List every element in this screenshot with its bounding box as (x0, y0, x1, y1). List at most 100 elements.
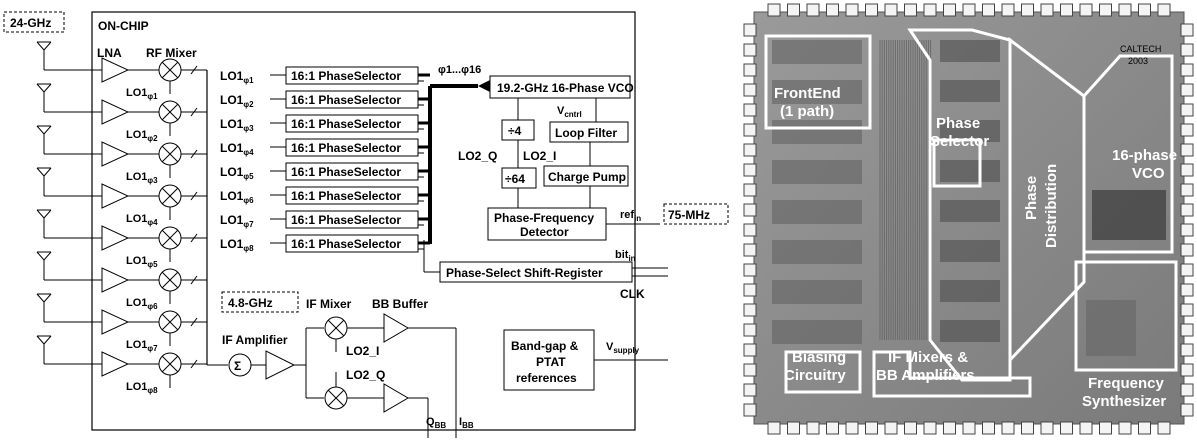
ps-lo-label: LO1φ8 (220, 237, 254, 253)
bond-pad (1180, 263, 1194, 277)
bond-pad (884, 3, 898, 17)
vcntrl-label: Vcntrl (557, 105, 582, 119)
bond-pad (743, 403, 757, 417)
bond-pad (743, 63, 757, 77)
shift-register-label: Phase-Select Shift-Register (446, 266, 603, 280)
bus-slash (190, 149, 198, 159)
bond-pad (1138, 3, 1151, 17)
if-mixers-outline (872, 350, 1032, 398)
bond-pad (1180, 303, 1194, 317)
if-mixer-q-x2 (327, 389, 345, 407)
selector-cell (940, 320, 1000, 342)
freq-synth-outline (1074, 260, 1178, 372)
phase-selector-outline (907, 28, 1012, 382)
bond-pad (743, 283, 757, 297)
bus-slash (190, 107, 198, 117)
lna-triangle (101, 351, 130, 377)
bond-pad (1001, 421, 1015, 435)
lo1-label: LO1φ4 (126, 213, 158, 227)
bond-pad (1180, 383, 1194, 397)
bond-pad (1180, 323, 1194, 337)
vco-core (1092, 190, 1166, 240)
lna-triangle (101, 309, 130, 335)
frontend-outline (764, 34, 872, 130)
block-diagram-svg: 24-GHz ON-CHIP LNA RF Mixer LO1φ1LO1φ2LO… (3, 11, 729, 438)
bond-pad (1099, 3, 1112, 17)
bond-pad (743, 83, 757, 97)
bond-pad (1180, 243, 1194, 257)
bus-slash (190, 359, 198, 369)
bond-pad (743, 363, 757, 377)
rf-mixer-x2 (161, 145, 179, 163)
bond-pad (1180, 43, 1194, 57)
selector-cell (940, 200, 1000, 222)
lna-triangle (101, 225, 130, 251)
bond-pad (743, 383, 757, 397)
rf-mixer-x2 (161, 187, 179, 205)
frontend-cell (772, 40, 862, 64)
bond-pad (962, 421, 976, 435)
if-amplifier-triangle (265, 350, 296, 380)
bus-slash (190, 317, 198, 327)
bond-pad (1001, 3, 1015, 17)
bond-pad (1180, 23, 1194, 37)
if-mixers-label-1: IF Mixers & (888, 349, 968, 366)
phi-range-label: φ1...φ16 (438, 64, 481, 76)
bond-pad (743, 23, 757, 37)
lo1-label: LO1φ2 (126, 129, 158, 143)
antenna-icon (36, 167, 52, 177)
bond-pad (845, 421, 859, 435)
phase-selector-label: 16:1 PhaseSelector (291, 165, 401, 179)
lna-triangle (101, 99, 130, 125)
bond-pad (743, 303, 757, 317)
phase-selector-label: 16:1 PhaseSelector (291, 69, 401, 83)
phase-bus-arrow (478, 80, 490, 92)
phase-selector-label: 16:1 PhaseSelector (291, 117, 401, 131)
rf-path: LO1φ6 (36, 251, 207, 311)
ibb-label: IBB (459, 416, 474, 430)
bond-pad (1157, 3, 1171, 17)
bond-pad (743, 143, 757, 157)
bond-pad (1180, 103, 1194, 117)
frontend-cell (772, 80, 862, 104)
lna-triangle (101, 141, 130, 167)
bond-pad (845, 3, 859, 17)
rf-mixer-x2 (161, 61, 179, 79)
if-amplifier-label: IF Amplifier (222, 333, 288, 347)
phase-selector-label: 16:1 PhaseSelector (291, 141, 401, 155)
bond-pad (743, 223, 757, 237)
ps-lo-label: LO1φ6 (220, 189, 254, 205)
bond-pad (1180, 403, 1194, 417)
bond-pad (1118, 3, 1132, 17)
bond-pad (743, 163, 757, 177)
div64-block (501, 167, 537, 189)
biasing-label-1: Biasing (792, 349, 846, 366)
bond-pad (1079, 3, 1093, 17)
rf-mixer-x2 (161, 355, 179, 373)
bond-pad (1060, 3, 1073, 17)
bus-slash (190, 233, 198, 243)
lo1-label: LO1φ7 (126, 339, 158, 353)
vco-outline (1082, 54, 1174, 254)
phase-selector-label: 16:1 PhaseSelector (291, 93, 401, 107)
bond-pad (865, 3, 878, 17)
bb-buffer-q (383, 383, 409, 413)
freq-75-label: 75-MHz (668, 208, 710, 222)
bond-pad (982, 421, 995, 435)
freq-75-box (663, 203, 729, 225)
frontend-cell (772, 200, 862, 224)
biasing-outline (784, 350, 862, 394)
bond-pad (1180, 343, 1194, 357)
charge-pump-block (543, 165, 629, 187)
freq-synth-label-2: Synthesizer (1082, 393, 1166, 410)
bond-pad (1157, 421, 1171, 435)
frontend-cell (772, 240, 862, 264)
bond-pad (1060, 421, 1073, 435)
rf-path: LO1φ4 (36, 167, 207, 227)
loop-filter-block (549, 121, 629, 143)
on-chip-label: ON-CHIP (98, 19, 149, 33)
